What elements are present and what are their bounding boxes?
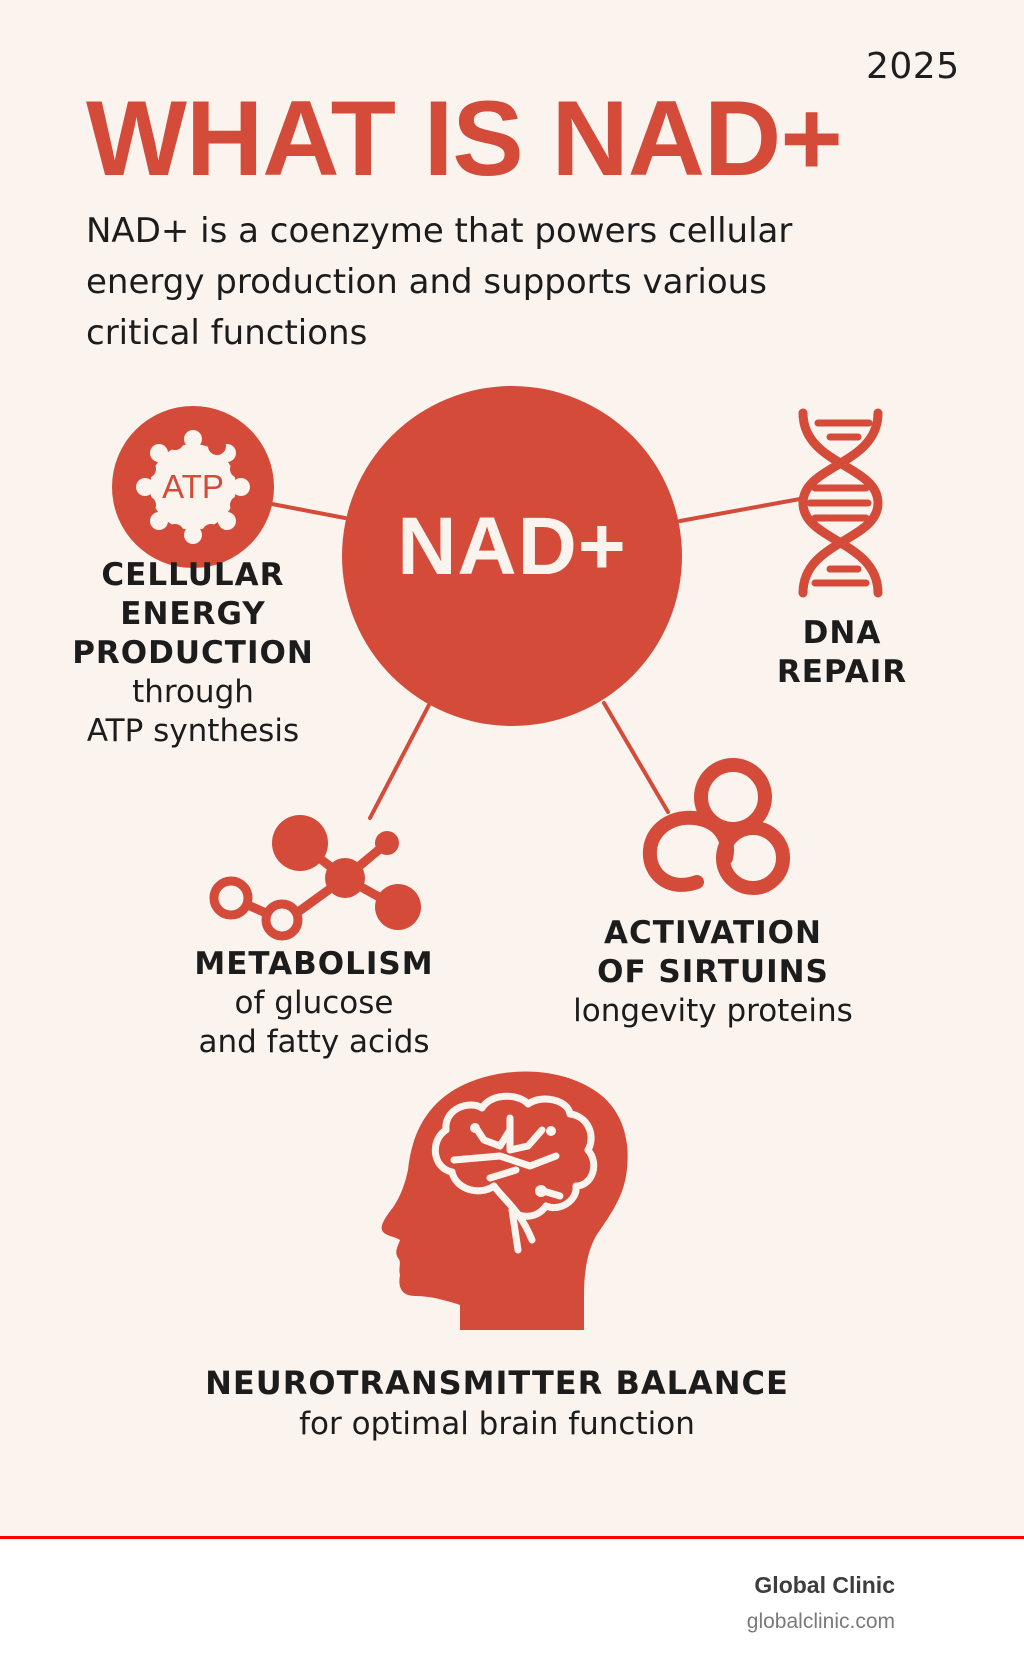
atp-gear-icon xyxy=(112,406,274,568)
atp-icon-label: ATP xyxy=(162,468,224,505)
node-heading: DNA xyxy=(802,615,882,651)
node-dna-repair: DNA REPAIR xyxy=(777,614,907,692)
node-heading: ENERGY xyxy=(120,596,266,632)
footer-website-link[interactable]: globalclinic.com xyxy=(746,1610,895,1633)
intro-text: NAD+ is a coenzyme that powers cellular … xyxy=(86,211,793,353)
node-cellular-energy: CELLULAR ENERGY PRODUCTION through ATP s… xyxy=(72,556,314,751)
nad-diagram xyxy=(112,386,883,1330)
node-subtext: for optimal brain function xyxy=(299,1406,695,1442)
node-heading: METABOLISM xyxy=(194,946,434,982)
node-subtext: longevity proteins xyxy=(573,993,853,1029)
node-subtext: through xyxy=(132,674,254,710)
molecule-icon xyxy=(209,815,421,941)
node-metabolism: METABOLISM of glucose and fatty acids xyxy=(194,945,433,1062)
footer-divider xyxy=(0,1536,1024,1539)
node-heading: ACTIVATION xyxy=(604,915,822,951)
node-subtext: of glucose xyxy=(234,985,394,1021)
node-heading: PRODUCTION xyxy=(72,635,314,671)
node-heading: OF SIRTUINS xyxy=(597,954,829,990)
node-neurotransmitter: NEUROTRANSMITTER BALANCE for optimal bra… xyxy=(205,1361,789,1444)
nad-center-label: NAD+ xyxy=(397,501,627,592)
footer-brand: Global Clinic xyxy=(754,1572,895,1598)
node-subtext: ATP synthesis xyxy=(86,713,300,749)
year-label: 2025 xyxy=(866,46,960,87)
page-title: WHAT IS NAD+ xyxy=(86,78,843,198)
head-brain-icon xyxy=(381,1071,628,1330)
nad-center-circle xyxy=(342,386,682,726)
node-sirtuins: ACTIVATION OF SIRTUINS longevity protein… xyxy=(573,914,853,1031)
connector-lines xyxy=(270,497,802,820)
node-heading: REPAIR xyxy=(776,654,908,690)
footer xyxy=(0,1539,1024,1666)
sirtuin-protein-icon xyxy=(642,758,790,895)
node-heading: CELLULAR xyxy=(101,557,285,593)
node-subtext: and fatty acids xyxy=(198,1024,430,1060)
dna-helix-icon xyxy=(798,408,883,598)
node-heading: NEUROTRANSMITTER BALANCE xyxy=(205,1364,789,1402)
